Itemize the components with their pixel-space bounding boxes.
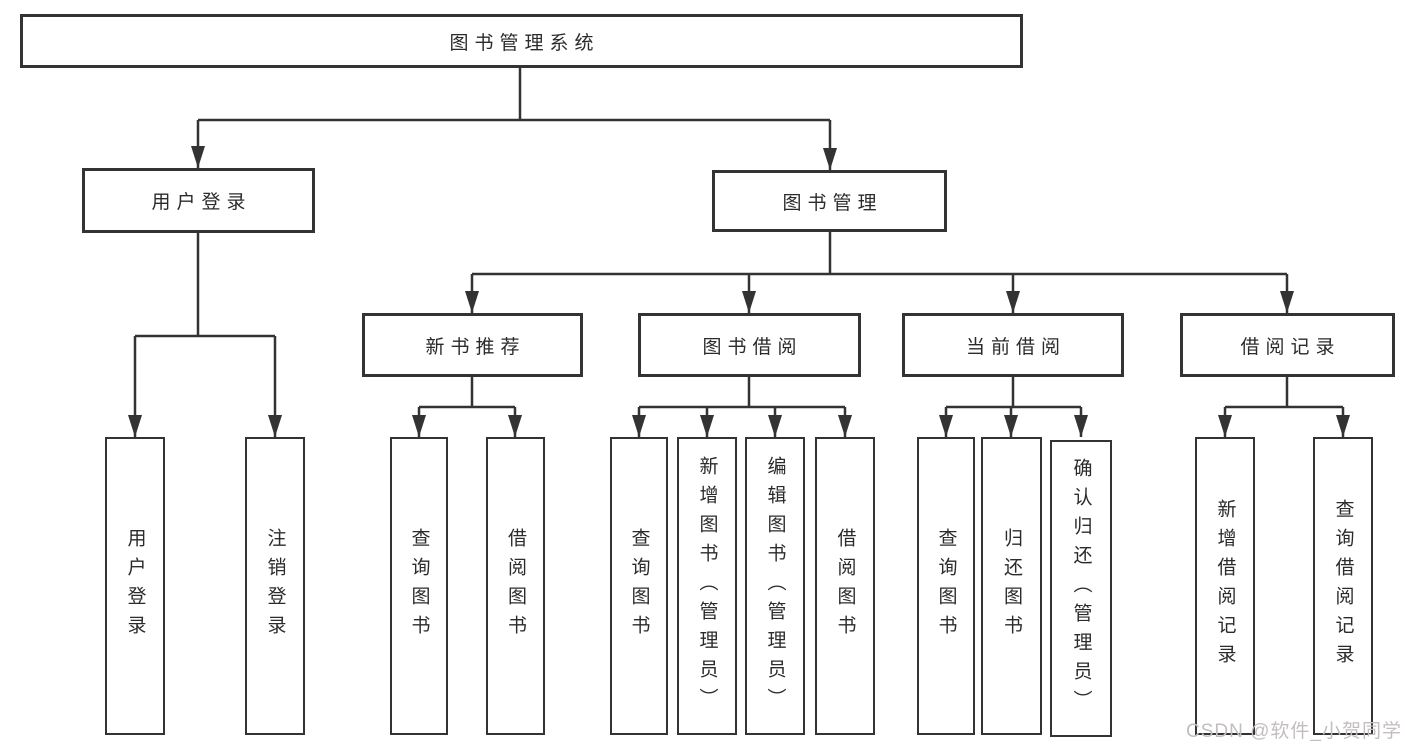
node-edit-book-admin-label: 编辑图书（管理员）	[764, 455, 786, 717]
node-query-books-rec-label: 查询图书	[408, 528, 430, 644]
node-query-books-borrow: 查询图书	[610, 437, 668, 735]
node-user-login-leaf: 用户登录	[105, 437, 165, 735]
node-return-books: 归还图书	[981, 437, 1042, 735]
node-borrow-records: 借阅记录	[1180, 313, 1395, 377]
node-root: 图书管理系统	[20, 14, 1023, 68]
node-confirm-return-admin-label: 确认归还（管理员）	[1070, 458, 1092, 719]
node-borrow-books-borrow: 借阅图书	[815, 437, 875, 735]
node-book-borrow-label: 图书借阅	[702, 336, 803, 358]
csdn-watermark: CSDN @软件_小贺同学	[1186, 721, 1402, 742]
node-new-book-rec: 新书推荐	[362, 313, 583, 377]
node-borrow-books-borrow-label: 借阅图书	[834, 528, 856, 644]
node-new-book-rec-label: 新书推荐	[425, 336, 526, 358]
node-query-books-current: 查询图书	[917, 437, 975, 735]
node-edit-book-admin: 编辑图书（管理员）	[745, 437, 805, 735]
node-add-book-admin-label: 新增图书（管理员）	[696, 455, 718, 717]
node-current-borrow: 当前借阅	[902, 313, 1124, 377]
node-user-login: 用户登录	[82, 168, 315, 233]
node-user-login-label: 用户登录	[151, 192, 252, 213]
node-logout: 注销登录	[245, 437, 305, 735]
node-borrow-records-label: 借阅记录	[1240, 336, 1341, 358]
node-add-borrow-record: 新增借阅记录	[1195, 437, 1255, 735]
node-borrow-books-rec: 借阅图书	[486, 437, 545, 735]
node-root-label: 图书管理系统	[449, 32, 600, 54]
node-query-books-rec: 查询图书	[390, 437, 448, 735]
node-user-login-leaf-label: 用户登录	[124, 528, 146, 644]
node-book-mgmt-label: 图书管理	[782, 192, 883, 214]
node-query-borrow-record-label: 查询借阅记录	[1332, 499, 1354, 673]
node-logout-label: 注销登录	[264, 528, 286, 644]
node-query-books-current-label: 查询图书	[935, 528, 957, 644]
node-book-mgmt: 图书管理	[712, 170, 947, 232]
node-add-borrow-record-label: 新增借阅记录	[1214, 499, 1236, 673]
node-confirm-return-admin: 确认归还（管理员）	[1050, 440, 1112, 737]
node-borrow-books-rec-label: 借阅图书	[505, 528, 526, 644]
branch-lines	[135, 68, 1343, 409]
arrow-connectors	[128, 120, 1350, 437]
node-book-borrow: 图书借阅	[638, 313, 861, 377]
node-add-book-admin: 新增图书（管理员）	[677, 437, 737, 735]
node-return-books-label: 归还图书	[1001, 528, 1022, 644]
node-current-borrow-label: 当前借阅	[965, 336, 1066, 358]
node-query-books-borrow-label: 查询图书	[628, 528, 650, 644]
node-query-borrow-record: 查询借阅记录	[1313, 437, 1373, 735]
